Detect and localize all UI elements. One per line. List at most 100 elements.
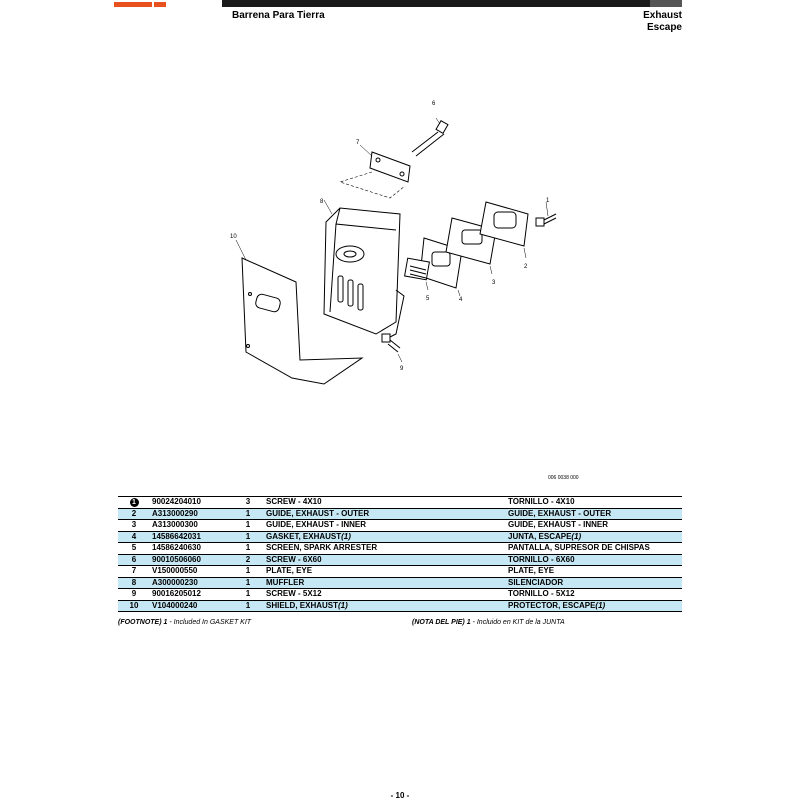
leader-4 [457, 289, 461, 297]
description-es-cell-text: GUIDE, EXHAUST - INNER [508, 520, 609, 529]
part-screw-4x10 [535, 213, 557, 227]
part-number-cell: A300000230 [150, 577, 232, 589]
quantity-cell: 1 [232, 508, 264, 520]
ref-cell: 8 [118, 577, 150, 589]
header-bar-accent [650, 0, 682, 7]
quantity-cell-text: 1 [245, 577, 251, 587]
ref-cell: 5 [118, 543, 150, 555]
description-en-cell-text: SCREW - 5X12 [266, 589, 322, 598]
footnote-marker: (1) [338, 600, 348, 610]
part-guide-outer [479, 201, 529, 247]
ref-cell: 10 [118, 600, 150, 612]
ref-cell: 1 [118, 497, 150, 509]
description-es-cell: JUNTA, ESCAPE(1) [506, 531, 682, 543]
part-number-cell-text: 14586240630 [152, 543, 201, 552]
description-es-cell: PLATE, EYE [506, 566, 682, 578]
footnote-en-label: (FOOTNOTE) [118, 619, 162, 626]
leader-5 [425, 281, 429, 291]
ref-cell-text: 2 [131, 508, 137, 518]
description-es-cell-text: PROTECTOR, ESCAPE [508, 600, 596, 610]
description-en-cell-text: GASKET, EXHAUST [266, 531, 342, 541]
figure-code: 006 0038 000 [548, 475, 579, 481]
ref-number-badge: 1 [129, 498, 139, 507]
description-es-cell: SILENCIADOR [506, 577, 682, 589]
section-title-es: Escape [646, 22, 682, 33]
part-number-cell-text: 14586642031 [152, 531, 201, 541]
part-number-cell-text: 90016205012 [152, 589, 201, 598]
part-number-cell: V150000550 [150, 566, 232, 578]
part-number-cell-text: V150000550 [152, 566, 198, 575]
description-es-cell: PANTALLA, SUPRESOR DE CHISPAS [506, 543, 682, 555]
footnote-marker: (1) [341, 531, 351, 541]
description-es-cell-text: TORNILLO - 4X10 [508, 497, 575, 506]
quantity-cell: 2 [232, 554, 264, 566]
leader-1 [545, 201, 549, 217]
leader-6 [435, 117, 441, 125]
ref-cell-text: 9 [131, 589, 137, 598]
description-en-cell-text: PLATE, EYE [266, 566, 313, 575]
callout-4: 4 [459, 297, 463, 303]
description-en-cell-text: SHIELD, EXHAUST [266, 600, 339, 610]
ref-cell-text: 7 [131, 566, 137, 575]
quantity-cell: 1 [232, 520, 264, 532]
description-es-cell-text: SILENCIADOR [508, 577, 564, 587]
quantity-cell-text: 3 [245, 497, 251, 506]
description-en-cell-text: SCREW - 4X10 [266, 497, 322, 506]
description-es-cell-text: GUIDE, EXHAUST - OUTER [508, 508, 612, 518]
ref-cell: 4 [118, 531, 150, 543]
footnote-es-label: (NOTA DEL PIE) [412, 619, 465, 626]
quantity-cell-text: 1 [245, 589, 251, 598]
part-screw-5x12 [381, 333, 401, 353]
callout-2: 2 [524, 264, 528, 270]
description-en-cell: PLATE, EYE [264, 566, 506, 578]
part-number-cell-text: A313000290 [152, 508, 198, 518]
description-en-cell: SCREW - 6X60 [264, 554, 506, 566]
description-es-cell: PROTECTOR, ESCAPE(1) [506, 600, 682, 612]
quantity-cell: 1 [232, 566, 264, 578]
description-en-cell: GUIDE, EXHAUST - INNER [264, 520, 506, 532]
callout-6: 6 [432, 101, 436, 107]
ref-cell-text: 3 [131, 520, 137, 529]
leader-7 [359, 144, 373, 157]
assembly-guide-line [339, 171, 406, 199]
description-es-cell: TORNILLO - 6X60 [506, 554, 682, 566]
ref-cell: 3 [118, 520, 150, 532]
quantity-cell-text: 1 [245, 531, 251, 541]
part-number-cell-text: A313000300 [152, 520, 198, 529]
description-en-cell: GUIDE, EXHAUST - OUTER [264, 508, 506, 520]
ref-cell-text: 5 [131, 543, 137, 552]
quantity-cell-text: 1 [245, 520, 251, 529]
part-number-cell: 14586642031 [150, 531, 232, 543]
callout-1: 1 [546, 198, 550, 204]
leader-3 [489, 265, 493, 275]
ref-cell: 7 [118, 566, 150, 578]
description-es-cell-text: TORNILLO - 5X12 [508, 589, 575, 598]
exhaust-illustration: 6 7 8 10 1 2 3 4 5 9 [230, 101, 557, 385]
callout-7: 7 [356, 140, 360, 146]
description-en-cell: SCREW - 5X12 [264, 589, 506, 601]
footnote-es: (NOTA DEL PIE) 1 - Incluido en KIT de la… [412, 619, 565, 626]
description-en-cell-text: SCREW - 6X60 [266, 554, 322, 564]
description-en-cell: SHIELD, EXHAUST(1) [264, 600, 506, 612]
part-number-cell: 90010506060 [150, 554, 232, 566]
part-number-cell-text: 90010506060 [152, 554, 201, 564]
ref-cell-text: 10 [129, 600, 139, 610]
ref-cell: 6 [118, 554, 150, 566]
table-row: 9 90016205012 1 SCREW - 5X12 TORNILLO - 5X12 [118, 588, 682, 601]
description-es-cell: GUIDE, EXHAUST - INNER [506, 520, 682, 532]
ref-cell-text: 4 [131, 531, 137, 541]
callout-10: 10 [230, 234, 237, 240]
ref-cell: 9 [118, 589, 150, 601]
page-number: - 10 - [390, 791, 410, 800]
description-en-cell: GASKET, EXHAUST(1) [264, 531, 506, 543]
ref-cell-text: 8 [131, 577, 137, 587]
description-es-cell-text: TORNILLO - 6X60 [508, 554, 575, 564]
description-es-cell-text: JUNTA, ESCAPE [508, 531, 572, 541]
part-number-cell-text: V104000240 [152, 600, 198, 610]
